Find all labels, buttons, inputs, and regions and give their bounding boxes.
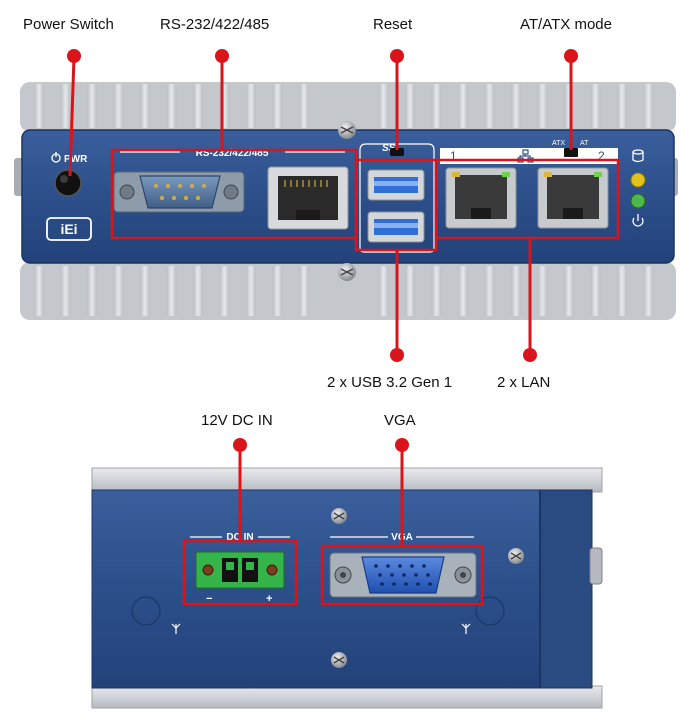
rear-callout-lines [238, 445, 404, 546]
front-panel: PWR iEi RS-232/422/485 [14, 82, 678, 320]
heatsink-fin [537, 84, 548, 128]
heatsink-fin [166, 84, 177, 128]
heatsink-fin [537, 266, 548, 316]
lan-highlight-box [434, 158, 620, 240]
heatsink-fin [140, 266, 150, 316]
heatsink-fin [564, 84, 574, 128]
callout-usb: 2 x USB 3.2 Gen 1 [327, 374, 453, 391]
callout-lan: 2 x LAN [497, 374, 551, 391]
reset-button[interactable] [390, 148, 404, 156]
heatsink-fin [564, 266, 574, 316]
heatsink-fin [511, 266, 521, 316]
heatsink-fin [617, 84, 627, 128]
heatsink-fin [60, 266, 71, 316]
bottom-heatsink [20, 262, 676, 320]
heatsink-fin [643, 266, 654, 316]
rj45-serial-port[interactable] [267, 166, 349, 230]
heatsink-fin [219, 266, 230, 316]
heatsink-fin [643, 84, 654, 128]
heatsink-fin [431, 266, 442, 316]
antenna-hole-right [475, 596, 505, 626]
heatsink-fin [484, 84, 495, 128]
heatsink-fin [34, 266, 44, 316]
rear-panel: DC IN − + VGA [91, 467, 603, 709]
power-button[interactable] [54, 169, 82, 197]
pwr-label: PWR [64, 154, 88, 165]
heatsink-fin [272, 84, 283, 128]
lan-port-2-label: 2 [598, 149, 605, 163]
dc-in-terminal[interactable] [195, 551, 285, 589]
callout-at-atx: AT/ATX mode [520, 16, 612, 33]
heatsink-fin [590, 266, 601, 316]
atx-label: ATX [552, 140, 565, 147]
callout-dc-in: 12V DC IN [201, 412, 273, 429]
power-icon [51, 152, 61, 163]
heatsink-fin [299, 266, 309, 316]
svg-text:iEi: iEi [60, 221, 77, 237]
power-led-icon [632, 214, 644, 227]
heatsink-fin [87, 84, 97, 128]
rear-callout-dots [233, 438, 409, 452]
heatsink-fin [246, 266, 256, 316]
usb-port-2[interactable] [367, 211, 425, 243]
heatsink-fin [219, 84, 230, 128]
heatsink-fin [60, 84, 71, 128]
heatsink-fin [378, 84, 389, 128]
side-knob [589, 547, 603, 585]
heatsink-fin [113, 84, 124, 128]
heatsink-fin [193, 266, 203, 316]
callout-serial: RS-232/422/485 [160, 16, 270, 33]
at-atx-switch[interactable] [564, 148, 578, 157]
heatsink-fin [34, 84, 44, 128]
vga-port[interactable] [329, 552, 477, 598]
lan-port-2[interactable] [537, 167, 609, 229]
heatsink-fin [458, 84, 468, 128]
callout-vga: VGA [384, 412, 416, 429]
front-callout-lines [68, 56, 573, 355]
heatsink-fin [405, 84, 415, 128]
heatsink-fin [511, 84, 521, 128]
heatsink-fin [617, 266, 627, 316]
heatsink-fin [246, 84, 256, 128]
top-heatsink [20, 82, 676, 132]
heatsink-fin [590, 84, 601, 128]
heatsink-fin [405, 266, 415, 316]
serial-port-label: RS-232/422/485 [196, 148, 269, 159]
hdd-icon [632, 149, 644, 163]
plus-label: + [266, 593, 272, 605]
top-rail [91, 467, 603, 493]
antenna-icon [171, 623, 181, 634]
heatsink-fin [113, 266, 124, 316]
heatsink-fin [193, 84, 203, 128]
antenna-icon [461, 623, 471, 634]
power-led [630, 193, 646, 209]
lan-port-1[interactable] [445, 167, 517, 229]
heatsink-fin [272, 266, 283, 316]
heatsink-fin [166, 266, 177, 316]
heatsink-fin [484, 266, 495, 316]
serial-port[interactable] [113, 171, 245, 213]
heatsink-fin [87, 266, 97, 316]
brand-logo: iEi [46, 217, 92, 241]
minus-label: − [206, 593, 212, 605]
bottom-rail [91, 685, 603, 709]
lan-port-1-label: 1 [450, 149, 457, 163]
usb-port-1[interactable] [367, 169, 425, 201]
callout-reset: Reset [373, 16, 413, 33]
at-label: AT [580, 140, 589, 147]
usb-bracket [359, 143, 435, 253]
front-callout-dots [67, 49, 578, 362]
heatsink-fin [431, 84, 442, 128]
heatsink-fin [140, 84, 150, 128]
usb-logo: SS [382, 143, 396, 154]
heatsink-fin [378, 266, 389, 316]
hdd-led [630, 172, 646, 188]
heatsink-fin [299, 84, 309, 128]
heatsink-fin [458, 266, 468, 316]
antenna-hole-left [131, 596, 161, 626]
callout-power-switch: Power Switch [23, 16, 114, 33]
